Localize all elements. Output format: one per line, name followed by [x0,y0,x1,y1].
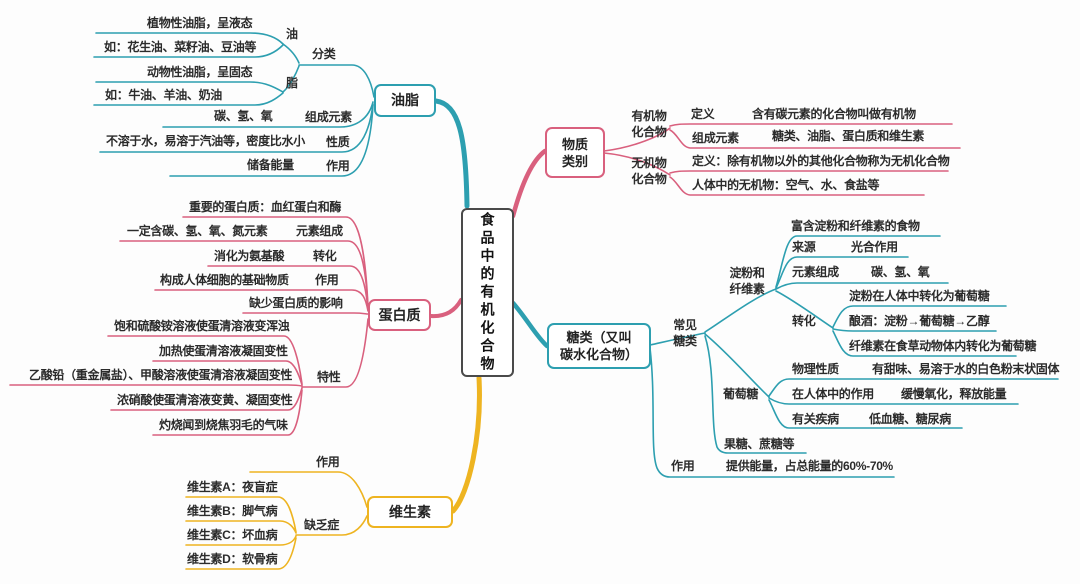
organic-elements-label[interactable]: 组成元素 [692,131,739,145]
glucose-disease-label[interactable]: 有关疾病 [792,412,839,426]
organic-elements-value[interactable]: 糖类、油脂、蛋白质和维生素 [772,129,925,143]
glucose-role-label[interactable]: 在人体中的作用 [792,387,874,401]
oils-properties-value[interactable]: 不溶于水，易溶于汽油等，密度比水小 [106,134,305,148]
starch-foods[interactable]: 富含淀粉和纤维素的食物 [791,219,920,233]
sugars-common-label[interactable]: 常见 糖类 [673,318,697,348]
sugars-function-value[interactable]: 提供能量，占总能量的60%-70% [726,459,893,473]
vitamin-deficiency-row[interactable]: 维生素D：软骨病 [187,552,278,566]
topic-categories[interactable]: 物质 类别 [545,127,605,178]
vitamin-deficiency-row[interactable]: 维生素C：坏血病 [187,528,278,542]
organic-definition-label[interactable]: 定义 [691,107,715,121]
glucose-role-value[interactable]: 缓慢氧化，释放能量 [901,387,1007,401]
starch-elements-label[interactable]: 元素组成 [792,265,839,279]
categories-inorganic-label[interactable]: 无机物 化合物 [631,156,667,186]
oils-fat-desc[interactable]: 动物性油脂，呈固态 [147,65,253,79]
protein-function-value[interactable]: 构成人体细胞的基础物质 [160,273,289,287]
protein-trait-row[interactable]: 加热使蛋清溶液凝固变性 [159,344,288,358]
starch-transform-label[interactable]: 转化 [792,314,816,328]
protein-deficiency[interactable]: 缺少蛋白质的影响 [249,296,343,310]
protein-elements-label[interactable]: 元素组成 [296,224,343,238]
glucose-label[interactable]: 葡萄糖 [723,387,759,401]
vitamin-deficiency-row[interactable]: 维生素A：夜盲症 [187,480,278,494]
protein-important[interactable]: 重要的蛋白质：血红蛋白和酶 [189,200,342,214]
oils-elements-label[interactable]: 组成元素 [305,110,352,124]
starch-source-label[interactable]: 来源 [792,240,816,254]
protein-function-label[interactable]: 作用 [315,273,339,287]
inorganic-definition[interactable]: 定义：除有机物以外的其他化合物称为无机化合物 [692,154,950,168]
protein-transform-value[interactable]: 消化为氨基酸 [214,249,285,263]
topic-sugars[interactable]: 糖类（又叫 碳水化合物） [547,323,651,369]
starch-transform-row[interactable]: 酿酒：淀粉→葡萄糖→乙醇 [849,314,990,328]
starch-transform-row[interactable]: 淀粉在人体中转化为葡萄糖 [849,289,990,303]
organic-definition-value[interactable]: 含有碳元素的化合物叫做有机物 [752,107,916,121]
topic-protein[interactable]: 蛋白质 [368,299,431,331]
topic-vitamins[interactable]: 维生素 [367,496,453,528]
topic-oils[interactable]: 油脂 [374,84,436,117]
oils-oil-desc[interactable]: 植物性油脂，呈液态 [147,16,253,30]
oils-fat-label[interactable]: 脂 [286,76,298,90]
oils-properties-label[interactable]: 性质 [326,135,350,149]
oils-function-label[interactable]: 作用 [326,159,350,173]
protein-elements-value[interactable]: 一定含碳、氢、氧、氮元素 [127,224,268,238]
oils-function-value[interactable]: 储备能量 [247,158,294,172]
oils-elements-value[interactable]: 碳、氢、氧 [214,109,273,123]
oils-classification-label[interactable]: 分类 [312,47,336,61]
starch-label[interactable]: 淀粉和 纤维素 [729,266,765,296]
starch-transform-row[interactable]: 纤维素在食草动物体内转化为葡萄糖 [849,339,1037,353]
protein-trait-row[interactable]: 浓硝酸使蛋清溶液变黄、凝固变性 [117,393,293,407]
protein-trait-row[interactable]: 灼烧闻到烧焦羽毛的气味 [159,418,288,432]
central-topic[interactable]: 食品中的有机化合物 [461,208,514,377]
oils-oil-label[interactable]: 油 [286,27,298,41]
protein-trait-row[interactable]: 饱和硫酸铵溶液使蛋清溶液变浑浊 [114,319,290,333]
protein-traits-label[interactable]: 特性 [317,370,341,384]
starch-elements-value[interactable]: 碳、氢、氧 [871,265,930,279]
starch-source-value[interactable]: 光合作用 [851,240,898,254]
vitamin-deficiency-row[interactable]: 维生素B：脚气病 [187,504,278,518]
vitamins-function-label[interactable]: 作用 [316,455,340,469]
protein-trait-row[interactable]: 乙酸铅（重金属盐）、甲酸溶液使蛋清溶液凝固变性 [29,368,293,382]
sugars-others[interactable]: 果糖、蔗糖等 [724,437,795,451]
oils-oil-examples[interactable]: 如：花生油、菜籽油、豆油等 [104,40,257,54]
inorganic-human[interactable]: 人体中的无机物：空气、水、食盐等 [692,178,880,192]
oils-fat-examples[interactable]: 如：牛油、羊油、奶油 [105,88,223,102]
protein-transform-label[interactable]: 转化 [313,249,337,263]
sugars-function-label[interactable]: 作用 [671,459,695,473]
glucose-physical-label[interactable]: 物理性质 [792,362,839,376]
vitamins-deficiency-label[interactable]: 缺乏症 [304,518,340,532]
categories-organic-label[interactable]: 有机物 化合物 [631,109,667,139]
glucose-disease-value[interactable]: 低血糖、糖尿病 [869,412,951,426]
glucose-physical-value[interactable]: 有甜味、易溶于水的白色粉末状固体 [872,362,1060,376]
